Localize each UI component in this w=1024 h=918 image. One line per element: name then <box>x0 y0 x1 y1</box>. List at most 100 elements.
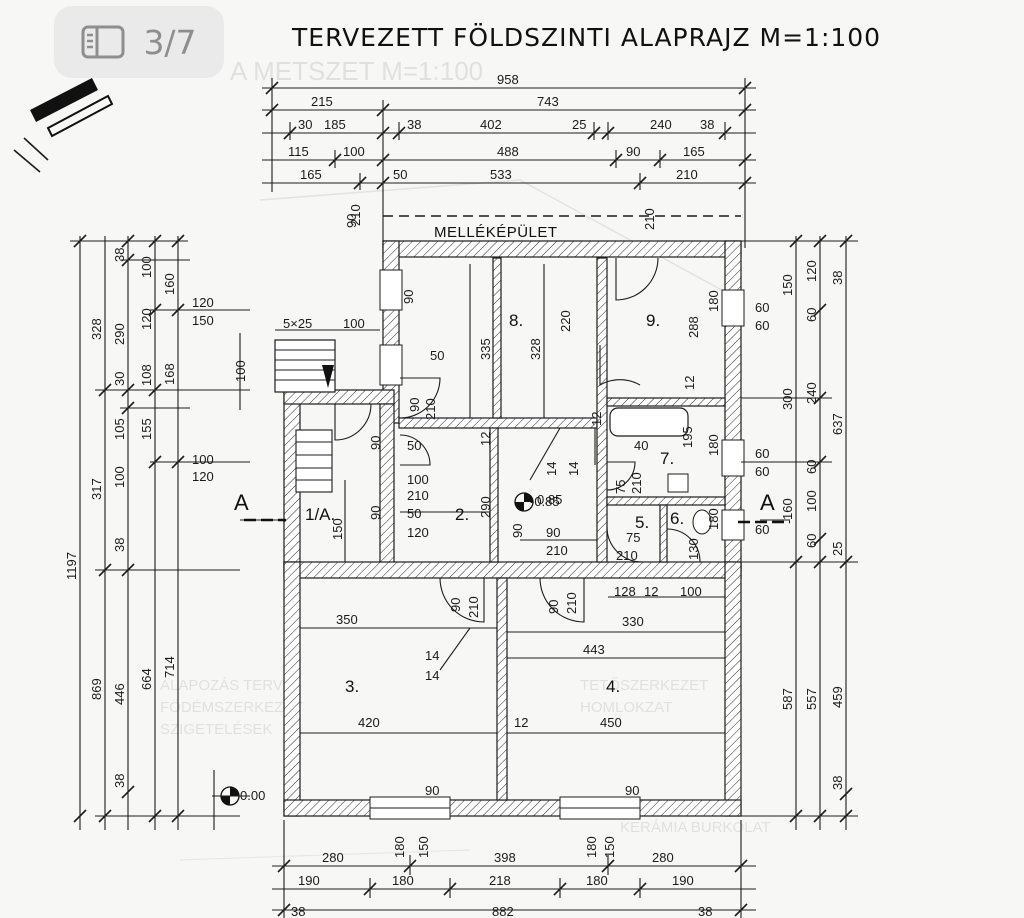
dimension-value: 210 <box>423 398 438 420</box>
dimension-value: 12 <box>589 412 604 426</box>
dimension-value: 14 <box>425 648 439 663</box>
dimension-value: 128 <box>614 584 636 599</box>
dimension-value: 90 <box>448 598 463 612</box>
dimension-value: 38 <box>407 117 421 132</box>
dimension-value: 120 <box>192 469 214 484</box>
dimension-lines <box>70 78 858 918</box>
dimension-value: 90 <box>368 436 383 450</box>
dimension-value: 38 <box>698 904 712 918</box>
dimension-value: 90 <box>546 525 560 540</box>
dimension-value: 38 <box>291 904 305 918</box>
dimension-value: 958 <box>497 72 519 87</box>
dimension-value: 90 <box>407 398 422 412</box>
dimension-value: 714 <box>162 656 177 678</box>
dimension-value: 38 <box>112 538 127 552</box>
dimension-value: 90 <box>546 600 561 614</box>
room-6-label: 6. <box>670 509 684 528</box>
dimension-value: 12 <box>682 376 697 390</box>
page-indicator-badge[interactable]: 3/7 <box>54 6 224 78</box>
dimension-value: 587 <box>780 688 795 710</box>
dimension-value: 180 <box>706 290 721 312</box>
dimension-value: 90 <box>625 783 639 798</box>
dimension-value: 38 <box>112 248 127 262</box>
dimension-value: 150 <box>780 274 795 296</box>
level-markers: 0.00 -0.85 <box>212 492 560 830</box>
dimension-value: 150 <box>416 836 431 858</box>
dimension-value: 280 <box>322 850 344 865</box>
dimension-value: 195 <box>680 426 695 448</box>
dimension-value: 180 <box>392 836 407 858</box>
dimension-value: 210 <box>407 488 429 503</box>
room-labels: 1/A. 2. 3. 4. 5. 6. 7. 8. 9. <box>305 311 684 696</box>
dimension-value: 100 <box>233 360 248 382</box>
dimension-value: 210 <box>616 548 638 563</box>
dimension-value: 90 <box>368 506 383 520</box>
dimension-value: 150 <box>330 518 345 540</box>
dimension-value: 220 <box>558 310 573 332</box>
dimension-value: 180 <box>706 508 721 530</box>
section-mark-right: A <box>760 490 775 515</box>
dimension-value: 60 <box>755 446 769 461</box>
dimension-value: 90 <box>626 144 640 159</box>
dimension-value: 210 <box>629 472 644 494</box>
room-8-label: 8. <box>509 311 523 330</box>
dimension-value: 60 <box>755 464 769 479</box>
room-9-label: 9. <box>646 311 660 330</box>
room-1a-label: 1/A. <box>305 505 335 524</box>
dimension-value: 120 <box>192 295 214 310</box>
dimension-value: 240 <box>804 382 819 404</box>
dimension-value: 210 <box>642 208 657 230</box>
dimension-value: 210 <box>546 543 568 558</box>
dimension-value: 50 <box>407 438 421 453</box>
dimension-value: 40 <box>634 438 648 453</box>
dimension-value: 130 <box>686 538 701 560</box>
bathroom-fixtures <box>609 407 712 535</box>
building-label: MELLÉKÉPÜLET <box>434 223 558 241</box>
svg-text:ALAPOZÁS TERVE: ALAPOZÁS TERVE <box>160 677 293 694</box>
dimension-value: 100 <box>407 472 429 487</box>
dimension-value: 210 <box>564 592 579 614</box>
dimension-value: 90 <box>510 524 525 538</box>
dimension-value: 459 <box>830 686 845 708</box>
section-markers: A A <box>234 490 790 524</box>
dimension-value: 330 <box>622 614 644 629</box>
dimension-value: 190 <box>298 873 320 888</box>
dimension-value: 90 <box>344 214 359 228</box>
svg-text:FÖDÉMSZERKEZET: FÖDÉMSZERKEZET <box>160 698 303 716</box>
dimension-value: 12 <box>478 432 493 446</box>
dimension-value: 5×25 <box>283 316 312 331</box>
svg-text:SZIGETELÉSEK: SZIGETELÉSEK <box>160 721 273 738</box>
dimension-value: 60 <box>755 522 769 537</box>
dimension-value: 288 <box>686 316 701 338</box>
page-counter: 3/7 <box>143 22 197 62</box>
dimension-value: 25 <box>830 542 845 556</box>
level-main: 0.00 <box>240 788 265 803</box>
sidebar-panel-icon[interactable] <box>81 25 125 59</box>
dimension-value: 155 <box>139 418 154 440</box>
dimension-value: 38 <box>830 271 845 285</box>
dimension-value: 398 <box>494 850 516 865</box>
svg-text:A METSZET M=1:100: A METSZET M=1:100 <box>230 56 483 86</box>
dimension-value: 180 <box>392 873 414 888</box>
dimension-value: 290 <box>112 323 127 345</box>
drawing-title: TERVEZETT FÖLDSZINTI ALAPRAJZ M=1:100 <box>291 23 881 52</box>
dimension-value: 290 <box>478 496 493 518</box>
dimension-value: 160 <box>162 273 177 295</box>
dimension-value: 12 <box>644 584 658 599</box>
dimension-value: 50 <box>393 167 407 182</box>
dimension-value: 50 <box>430 348 444 363</box>
dimension-value: 108 <box>139 364 154 386</box>
dimension-value: 215 <box>311 94 333 109</box>
dimension-value: 30 <box>112 372 127 386</box>
dimension-value: 100 <box>112 466 127 488</box>
svg-text:TETŐSZERKEZET: TETŐSZERKEZET <box>580 677 708 694</box>
dimension-value: 60 <box>804 308 819 322</box>
dimension-value: 38 <box>700 117 714 132</box>
dimension-value: 743 <box>537 94 559 109</box>
dimension-value: 12 <box>514 715 528 730</box>
dimension-value: 869 <box>89 678 104 700</box>
dimension-value: 533 <box>490 167 512 182</box>
dimension-value: 335 <box>478 338 493 360</box>
dimension-value: 120 <box>139 308 154 330</box>
dimension-value: 38 <box>830 776 845 790</box>
